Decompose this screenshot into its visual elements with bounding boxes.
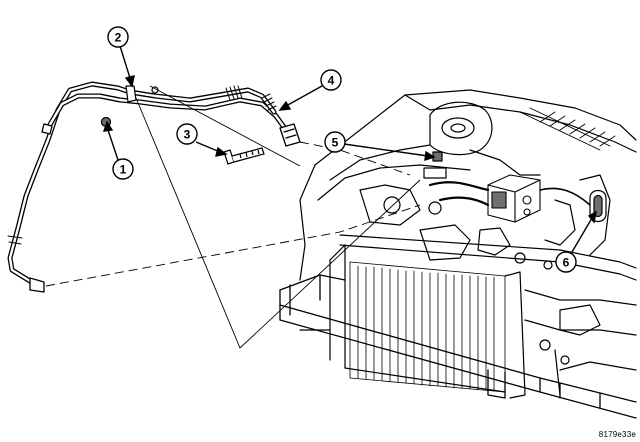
leader-line-long <box>135 97 421 349</box>
cowl-grille <box>519 107 616 151</box>
liquid-line <box>7 81 133 289</box>
callouts: 1 2 3 4 5 <box>102 26 597 273</box>
dashed-line-lower <box>45 204 421 287</box>
alignment-lines <box>45 85 421 349</box>
ac-line-assembly <box>7 81 301 293</box>
callout-label-5: 5 <box>332 136 339 150</box>
callout-3: 3 <box>176 123 228 157</box>
callout-4: 4 <box>278 69 342 111</box>
callout-label-1: 1 <box>120 163 127 177</box>
callout-2: 2 <box>107 26 135 88</box>
line-bellows <box>7 85 277 245</box>
radiator-core <box>349 261 506 393</box>
bolt <box>223 147 265 165</box>
callout-6: 6 <box>555 210 597 273</box>
callout-label-6: 6 <box>563 256 570 270</box>
line-fitting-block <box>279 123 301 147</box>
figure-id: 8179e33e <box>598 430 636 439</box>
abs-module <box>487 174 541 223</box>
callout-1: 1 <box>102 120 134 180</box>
radiator-support <box>329 234 637 369</box>
dashed-line-upper <box>299 141 411 176</box>
vehicle-front-end <box>279 89 637 419</box>
callout-label-3: 3 <box>184 128 191 142</box>
callout-5: 5 <box>324 131 436 162</box>
line-end-fitting <box>29 123 53 293</box>
bumper-beam <box>279 274 637 419</box>
callout-label-4: 4 <box>328 74 335 88</box>
callout-label-2: 2 <box>115 31 122 45</box>
